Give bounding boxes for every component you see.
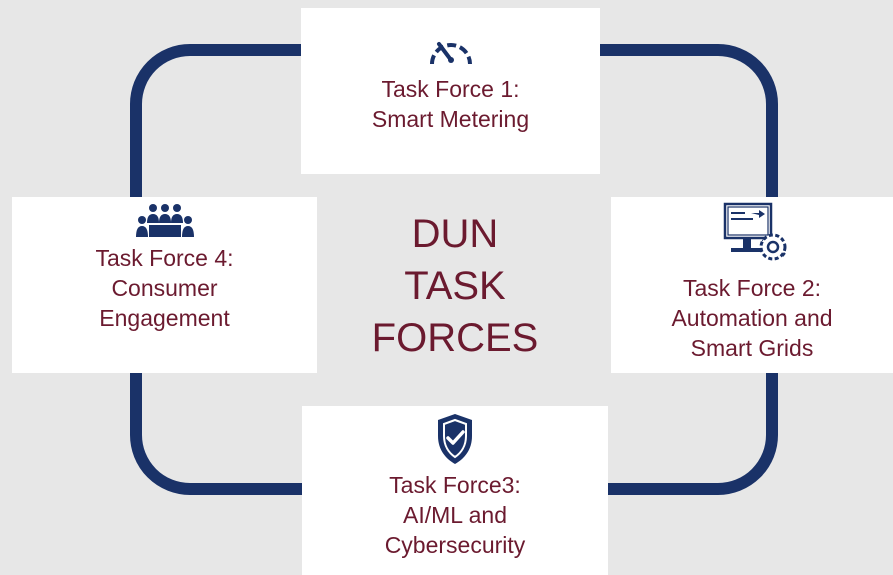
task-force-2-topic-line1: Automation and: [671, 305, 833, 331]
task-force-3-topic-line2: Cybersecurity: [384, 532, 526, 558]
task-force-1-title: Task Force 1:: [381, 76, 520, 102]
speedometer-icon: [429, 42, 472, 65]
people-group-icon: [135, 204, 194, 237]
task-force-3-card: Task Force3: AI/ML and Cybersecurity: [302, 406, 608, 575]
shield-check-icon: [438, 414, 472, 464]
task-force-4-topic-line2: Engagement: [99, 305, 230, 331]
task-force-4-card: Task Force 4: Consumer Engagement: [12, 197, 317, 373]
task-force-4-title: Task Force 4:: [95, 245, 234, 271]
task-force-3-title: Task Force3:: [389, 472, 521, 498]
task-force-2-title: Task Force 2:: [682, 275, 822, 301]
computer-gear-icon: [723, 202, 789, 261]
task-force-2-topic-line2: Smart Grids: [690, 335, 814, 361]
center-title-line1: DUN: [411, 212, 499, 256]
task-force-1-topic: Smart Metering: [371, 106, 530, 132]
task-force-3-topic-line1: AI/ML and: [403, 502, 507, 528]
task-force-1-card: Task Force 1: Smart Metering: [301, 8, 600, 174]
center-title: DUN TASK FORCES: [360, 208, 550, 364]
task-force-2-card: Task Force 2: Automation and Smart Grids: [611, 197, 893, 373]
center-title-line3: FORCES: [371, 316, 539, 360]
center-title-line2: TASK: [404, 264, 506, 308]
task-force-4-topic-line1: Consumer: [111, 275, 218, 301]
